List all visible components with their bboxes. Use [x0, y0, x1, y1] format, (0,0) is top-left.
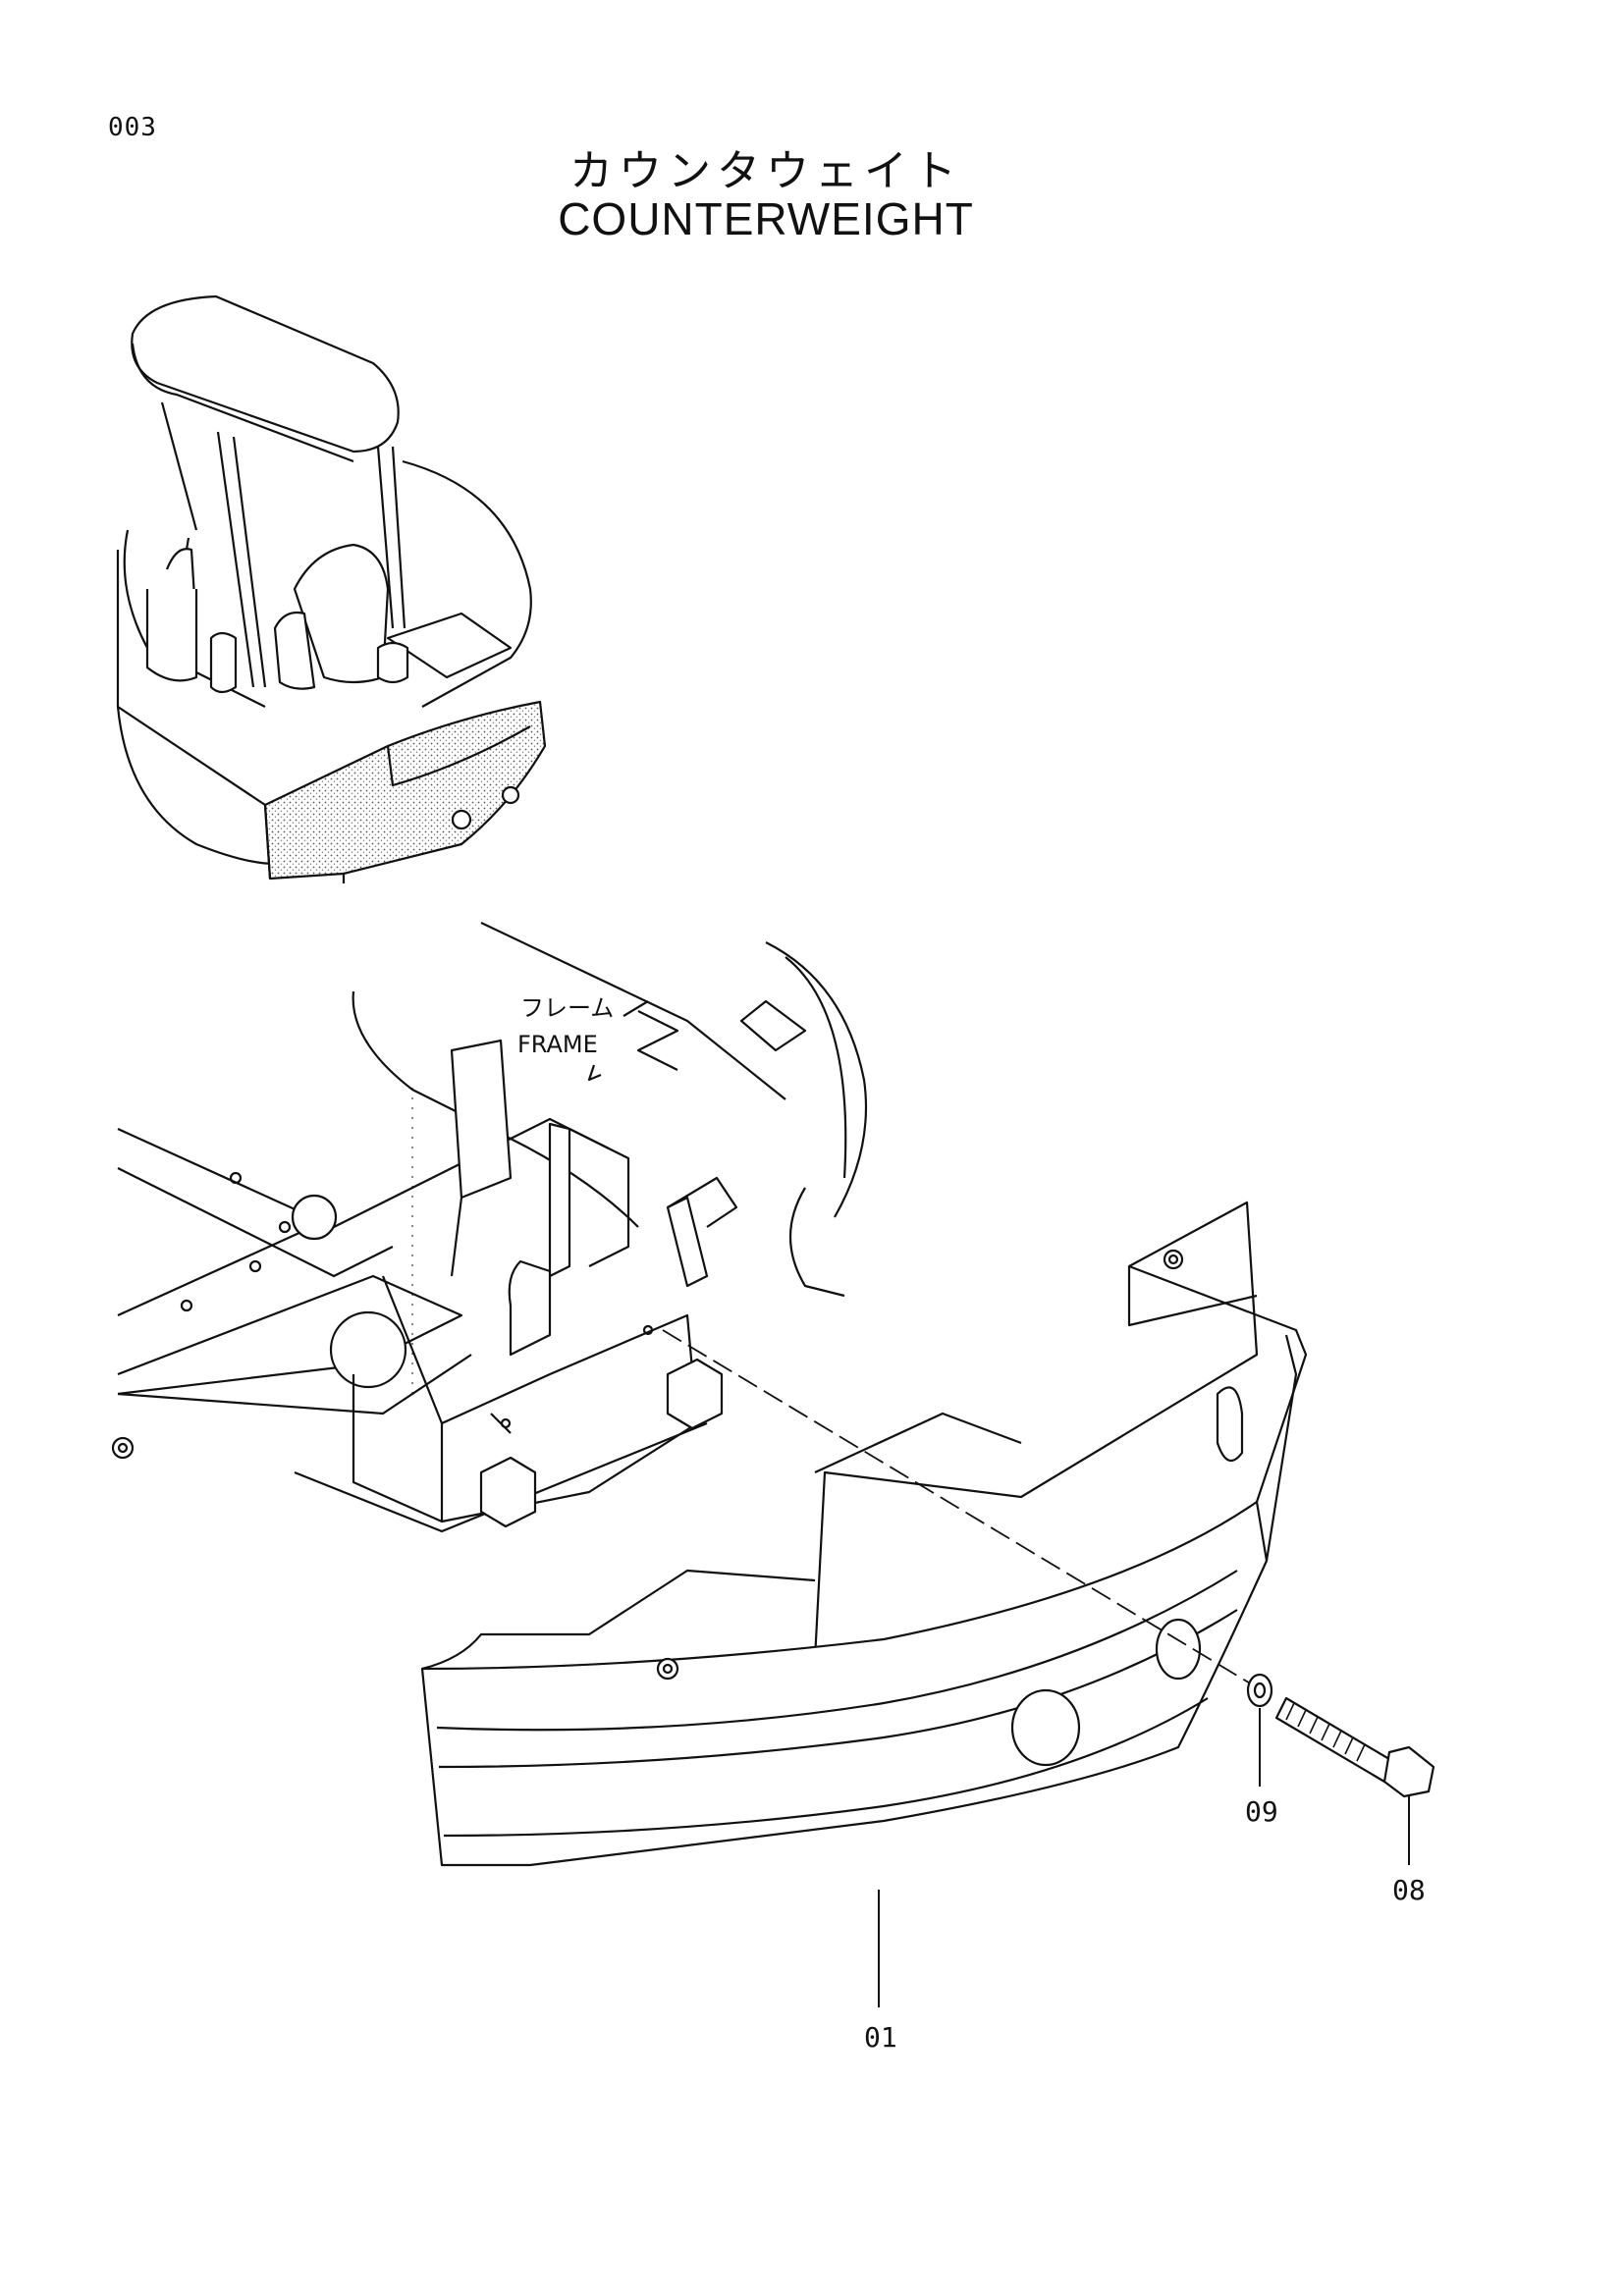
callout-leaders: [878, 1708, 1410, 2007]
callout-01: 01: [864, 2021, 897, 2054]
frame-label: FRAME: [517, 1031, 598, 1058]
page-title-japanese: カウンタウェイト: [569, 146, 962, 196]
page-title: COUNTERWEIGHT: [558, 193, 974, 244]
page-number: 003: [108, 113, 157, 142]
frame-and-counterweight-exploded-view: フレーム FRAME: [111, 922, 1435, 1867]
frame-label-japanese: フレーム: [520, 994, 614, 1022]
machine-overview-illustration: [116, 294, 547, 883]
callout-09: 09: [1245, 1795, 1278, 1828]
callout-08: 08: [1392, 1874, 1426, 1906]
